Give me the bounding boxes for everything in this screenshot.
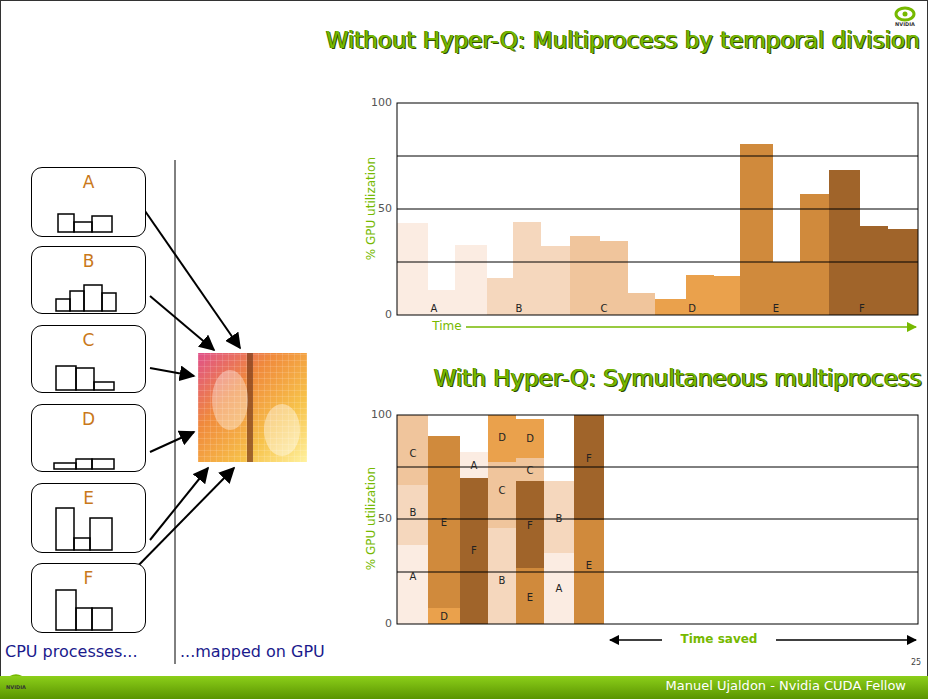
process-label: B — [32, 251, 145, 271]
bar-label: C — [527, 465, 534, 476]
axis-title: % GPU utilization — [365, 157, 378, 260]
process-box: E — [31, 483, 146, 553]
footer-band — [0, 676, 928, 699]
process-box: F — [31, 563, 146, 633]
process-box: C — [31, 325, 146, 393]
process-label: C — [32, 330, 145, 350]
axis-tick: 100 — [371, 409, 392, 421]
bar-label: A — [431, 303, 438, 314]
bar-label: F — [859, 303, 865, 314]
bar-label: A — [471, 460, 478, 471]
process-label: E — [32, 488, 145, 508]
slide-title: Without Hyper-Q: Multiprocess by tempora… — [326, 28, 920, 53]
process-box: A — [31, 167, 146, 237]
axis-tick: 50 — [378, 513, 392, 525]
bar-label: F — [527, 520, 533, 531]
bar-label: B — [516, 303, 523, 314]
bar-label: C — [499, 485, 506, 496]
bar-label: F — [586, 453, 592, 464]
axis-title: % GPU utilization — [365, 467, 378, 570]
bar-label: F — [471, 545, 477, 556]
process-box: D — [31, 404, 146, 472]
page-number: 25 — [911, 659, 921, 668]
logo-text: NVIDIA — [6, 685, 26, 691]
divider — [175, 160, 176, 664]
logo-text: NVIDIA — [895, 22, 915, 28]
bar-label: C — [601, 303, 608, 314]
axis-tick: 100 — [371, 97, 392, 109]
bar-label: D — [440, 611, 448, 622]
bar-label: B — [556, 513, 563, 524]
bar-label: E — [527, 592, 533, 603]
process-label: A — [32, 172, 145, 192]
bottom-chart — [397, 415, 918, 640]
bar-label: E — [441, 517, 447, 528]
bar-label: B — [410, 507, 417, 518]
bar-label: E — [773, 303, 779, 314]
top-chart — [397, 103, 918, 327]
footer-note: ...mapped on GPU — [180, 643, 325, 661]
footer-note: CPU processes... — [5, 643, 138, 661]
bar-label: D — [688, 303, 696, 314]
process-label: F — [32, 568, 145, 588]
bar-label: E — [586, 560, 592, 571]
nvidia-logo — [896, 8, 914, 20]
author-credit: Manuel Ujaldon - Nvidia CUDA Fellow — [666, 679, 906, 693]
bar-label: D — [526, 433, 534, 444]
bar-label: D — [498, 432, 506, 443]
axis-tick: 50 — [378, 203, 392, 215]
section-heading: With Hyper-Q: Symultaneous multiprocess — [434, 366, 922, 391]
mapping-arrows — [130, 198, 240, 574]
axis-title: Time — [432, 320, 461, 333]
bar-label: C — [410, 448, 417, 459]
time-saved-label: Time saved — [677, 633, 762, 646]
gpu-chip — [198, 353, 307, 462]
bar-label: A — [556, 583, 563, 594]
process-label: D — [32, 409, 145, 429]
axis-tick: 0 — [385, 618, 392, 630]
bar-label: A — [410, 571, 417, 582]
process-box: B — [31, 246, 146, 314]
axis-tick: 0 — [385, 309, 392, 321]
bar-label: B — [499, 575, 506, 586]
